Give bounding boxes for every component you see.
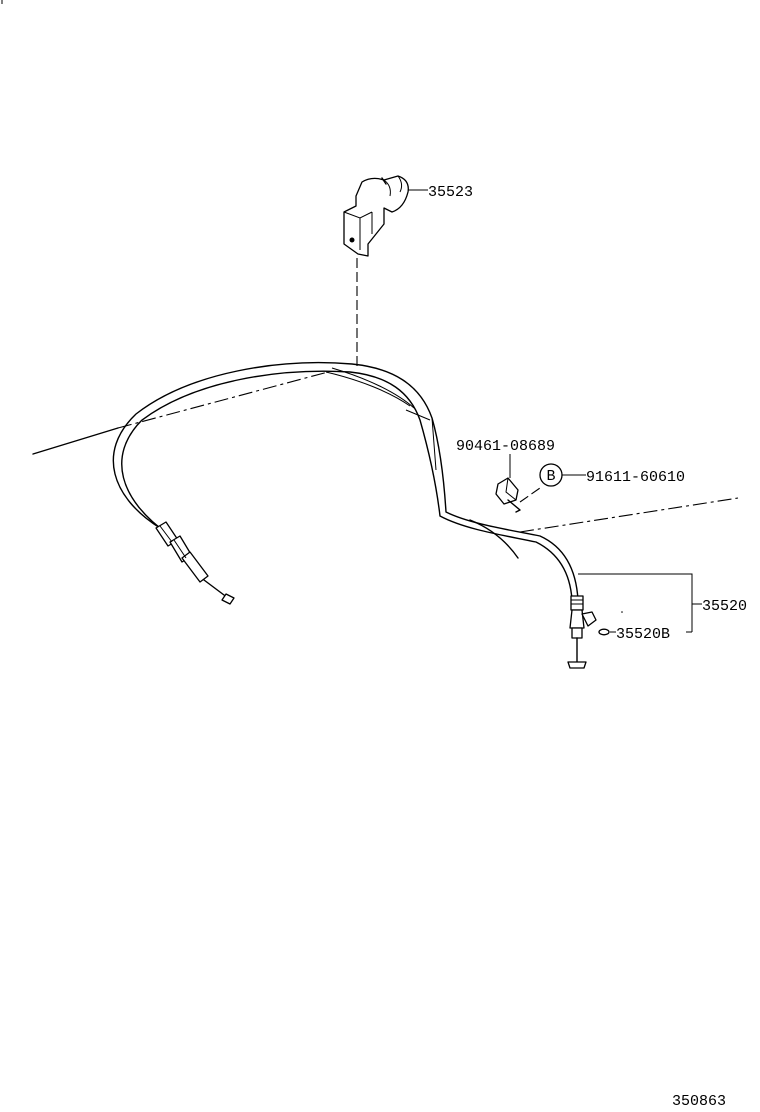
- body-line-left: [32, 427, 119, 455]
- label-35523: 35523: [428, 184, 473, 201]
- cable-rear-end: [567, 595, 597, 669]
- part-35520b-shape: [598, 628, 610, 636]
- label-35520b: 35520B: [616, 626, 670, 643]
- clip-90461-08689: [495, 477, 521, 513]
- small-dot: [621, 611, 623, 613]
- body-edge-curve: [469, 519, 519, 559]
- body-line-center: [117, 371, 329, 429]
- leader-35520: [578, 573, 693, 632]
- label-91611: 91611-60610: [586, 469, 685, 486]
- body-line-right: [519, 497, 739, 533]
- label-90461: 90461-08689: [456, 438, 555, 455]
- brake-cable-35520: [112, 362, 579, 601]
- figure-code: 350863: [672, 1093, 726, 1110]
- bracket-35523: [343, 175, 409, 257]
- label-bolt-ref: B: [546, 468, 555, 485]
- label-35520: 35520: [702, 598, 747, 615]
- bolt-leader-dash: [519, 487, 541, 503]
- cable-front-end: [155, 521, 235, 605]
